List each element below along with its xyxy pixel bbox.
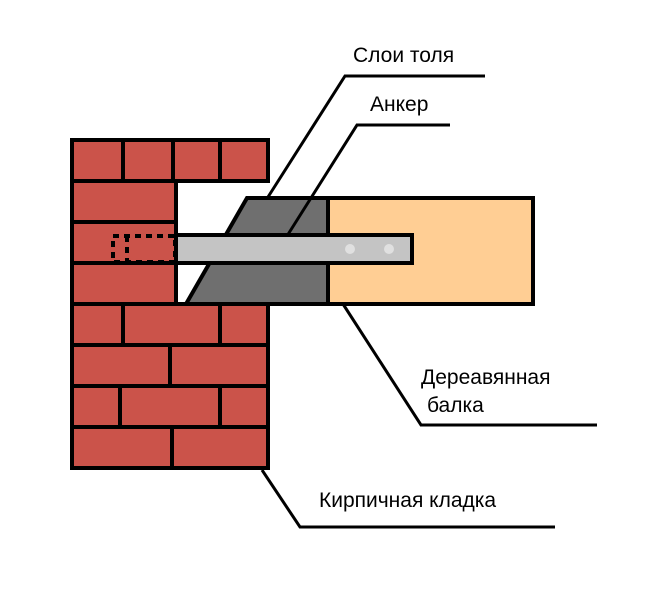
brick xyxy=(121,302,222,347)
bolt-hole xyxy=(384,244,394,254)
brick xyxy=(70,425,174,470)
brick xyxy=(70,220,178,265)
label-beam-line2: балка xyxy=(427,394,484,417)
leader-masonry xyxy=(260,469,555,529)
label-tar-paper: Слои толя xyxy=(353,44,454,67)
label-masonry: Кирпичная кладка xyxy=(319,489,496,512)
brick-wall xyxy=(70,138,270,470)
leader-anchor xyxy=(285,123,450,237)
brick xyxy=(171,138,222,183)
leader-beam xyxy=(341,303,597,427)
brick xyxy=(218,302,270,347)
anchor-bar xyxy=(174,233,414,265)
leader-tar-paper xyxy=(266,74,485,198)
label-anchor: Анкер xyxy=(370,93,428,116)
brick xyxy=(70,343,172,388)
brick xyxy=(70,179,178,224)
label-beam-line1: Дереавянная xyxy=(421,366,550,389)
brick xyxy=(170,425,270,470)
brick xyxy=(70,302,125,347)
brick xyxy=(70,138,125,183)
brick xyxy=(168,343,270,388)
brick xyxy=(70,261,178,306)
brick xyxy=(70,384,122,429)
bolt-hole xyxy=(345,244,355,254)
brick xyxy=(121,138,175,183)
brick xyxy=(218,384,270,429)
brick xyxy=(118,384,222,429)
brick xyxy=(218,138,270,183)
